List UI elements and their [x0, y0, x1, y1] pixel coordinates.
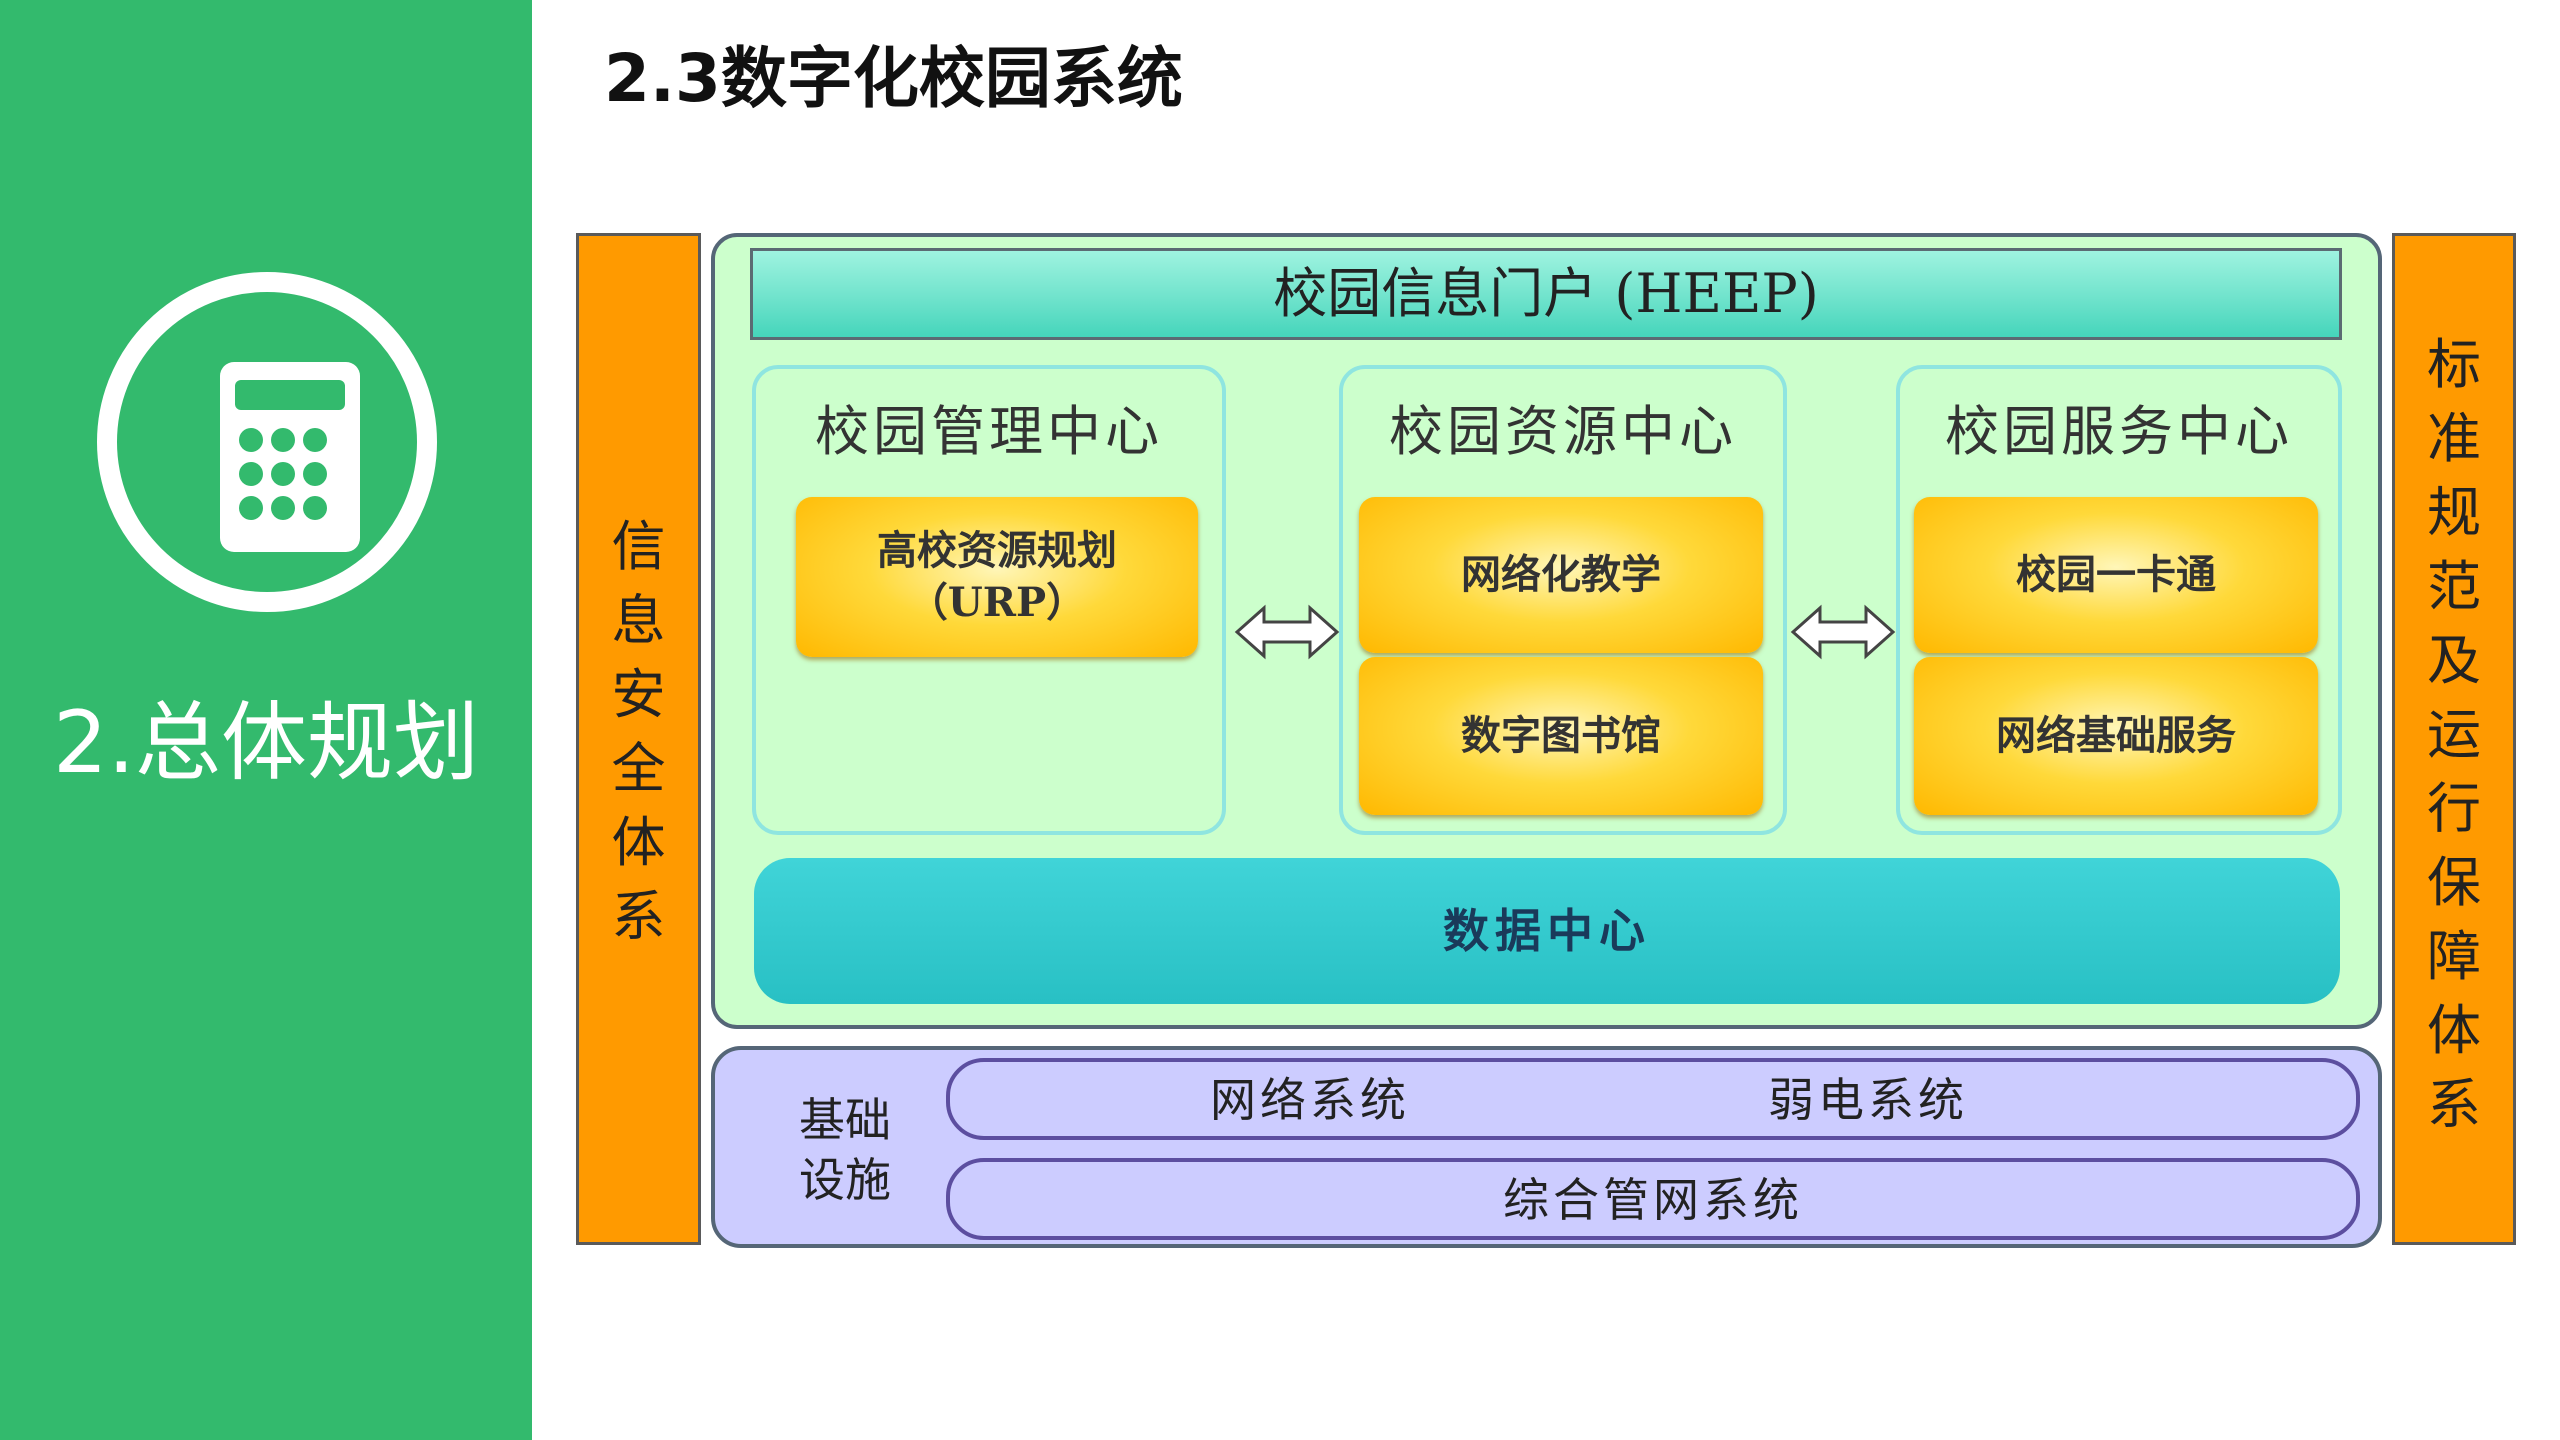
- online-teaching-box: 网络化教学: [1359, 497, 1763, 653]
- sidebar: 2.总体规划: [0, 0, 532, 1440]
- service-center-title: 校园服务中心: [1945, 400, 2293, 463]
- double-arrow-icon: [1790, 604, 1896, 660]
- network-system-label: 网络系统: [1210, 1073, 1410, 1127]
- calculator-icon: [97, 272, 437, 612]
- management-center-title: 校园管理中心: [815, 400, 1163, 463]
- standards-label: 标准规范及运行保障体系: [2427, 333, 2481, 1136]
- campus-card-label: 校园一卡通: [2016, 551, 2216, 598]
- integrated-pipe-pill: 综合管网系统: [946, 1158, 2360, 1240]
- page-title: 2.3数字化校园系统: [604, 40, 1183, 117]
- campus-card-box: 校园一卡通: [1914, 497, 2318, 653]
- campus-portal: 校园信息门户 (HEEP): [750, 248, 2342, 340]
- section-title: 2.总体规划: [52, 693, 480, 793]
- network-service-label: 网络基础服务: [1996, 712, 2236, 759]
- standards-bar: 标准规范及运行保障体系: [2392, 233, 2516, 1245]
- network-weak-current-pill: 网络系统 弱电系统: [946, 1058, 2360, 1140]
- integrated-pipe-label: 综合管网系统: [1503, 1173, 1803, 1227]
- urp-abbr: （URP）: [907, 579, 1087, 626]
- urp-label: 高校资源规划: [877, 527, 1117, 574]
- digital-library-box: 数字图书馆: [1359, 657, 1763, 815]
- infrastructure-label: 基础 设施: [799, 1093, 891, 1207]
- info-security-bar: 信息安全体系: [576, 233, 701, 1245]
- online-teaching-label: 网络化教学: [1461, 551, 1661, 598]
- urp-box: 高校资源规划 （URP）: [796, 497, 1198, 657]
- resource-center-title: 校园资源中心: [1389, 400, 1737, 463]
- double-arrow-icon: [1234, 604, 1340, 660]
- data-center: 数据中心: [754, 858, 2340, 1004]
- digital-library-label: 数字图书馆: [1461, 712, 1661, 759]
- network-service-box: 网络基础服务: [1914, 657, 2318, 815]
- weak-current-system-label: 弱电系统: [1768, 1073, 1968, 1127]
- info-security-label: 信息安全体系: [611, 515, 666, 948]
